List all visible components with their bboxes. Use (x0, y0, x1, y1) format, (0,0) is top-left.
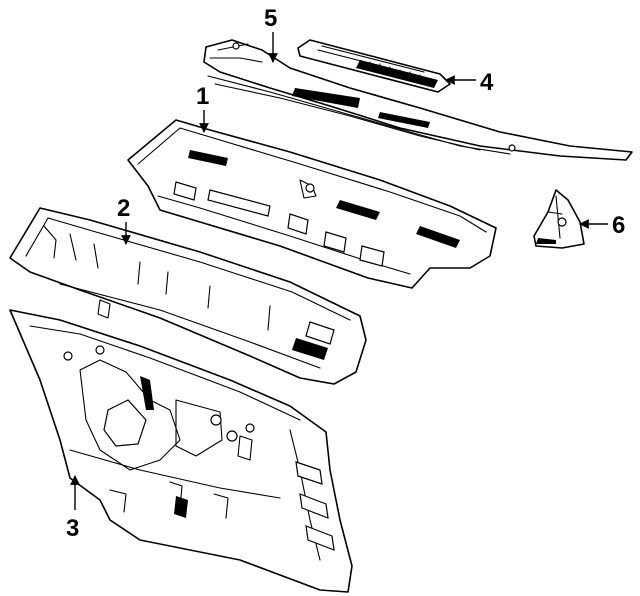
callout-number-6: 6 (612, 212, 625, 239)
callout-number-1: 1 (196, 83, 209, 110)
cowl-vent-grille (297, 39, 451, 93)
lower-cowl-panel (9, 207, 367, 385)
callout-number-3: 3 (66, 515, 79, 542)
dash-panel (9, 309, 353, 593)
cowl-side-bracket (533, 189, 585, 249)
callout-number-4: 4 (480, 69, 494, 96)
cowl-top-panel (203, 39, 633, 161)
callout-number-2: 2 (117, 195, 130, 222)
callout-number-5: 5 (264, 5, 277, 32)
upper-cowl-plenum (127, 119, 497, 289)
